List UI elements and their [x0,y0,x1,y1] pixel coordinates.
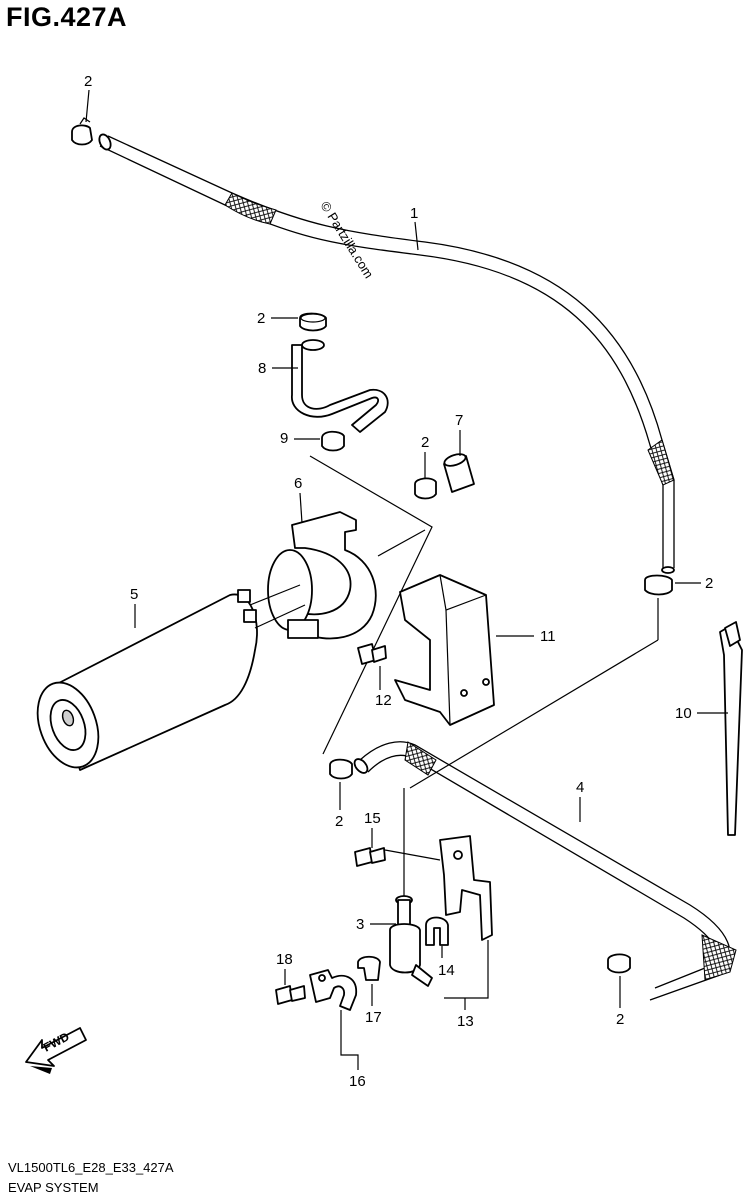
callout-2-right: 2 [705,575,713,592]
callout-2-lower-right: 2 [616,1011,624,1028]
clamp-part-16[interactable] [309,969,357,1011]
callout-15: 15 [364,810,381,827]
callout-12: 12 [375,692,392,709]
callout-5: 5 [130,586,138,603]
forward-arrow-icon: FWD [25,1027,87,1074]
callout-10: 10 [675,705,692,722]
callout-1: 1 [410,205,418,222]
callout-16: 16 [349,1073,366,1090]
cover-part-11[interactable] [394,574,495,726]
callout-2-mid: 2 [421,434,429,451]
callout-3: 3 [356,916,364,933]
watermark-text: © Partzilla.com [317,199,376,281]
callout-4: 4 [576,779,584,796]
callout-9: 9 [280,430,288,447]
callout-17: 17 [365,1009,382,1026]
bracket-part-13[interactable] [439,835,493,941]
hose-part-8[interactable] [291,339,389,433]
callout-11: 11 [540,628,556,645]
callout-7: 7 [455,412,463,429]
callout-2-top: 2 [84,73,92,90]
clip-part-14[interactable] [425,916,449,946]
callout-18: 18 [276,951,293,968]
clamp-part-2-lower-right[interactable] [607,953,631,974]
callout-2-upper: 2 [257,310,265,327]
clamp-part-2-lower-left[interactable] [329,758,353,780]
callout-13: 13 [457,1013,474,1030]
valve-part-3[interactable] [389,895,433,987]
canister-part-5[interactable] [27,584,306,776]
figure-code: VL1500TL6_E28_E33_427A [8,1160,174,1175]
tie-strap-part-10[interactable] [719,621,743,836]
callout-14: 14 [438,962,455,979]
clamp-part-2-upper[interactable] [299,312,327,332]
callout-2-lower-left: 2 [335,813,343,830]
screw-part-18[interactable] [275,985,306,1005]
hose-part-7[interactable] [443,452,475,493]
figure-title: FIG.427A [6,2,128,32]
bolt-part-12[interactable] [357,643,387,665]
clamp-part-2-right[interactable] [644,574,673,596]
clamp-part-9[interactable] [321,430,345,452]
bracket-part-6[interactable] [267,511,377,640]
figure-name: EVAP SYSTEM [8,1180,99,1195]
clamp-part-2-mid[interactable] [414,477,437,500]
callout-6: 6 [294,475,302,492]
bolt-part-15[interactable] [354,847,386,867]
hose-part-1[interactable] [97,133,675,574]
clip-part-17[interactable] [357,955,381,981]
hose-part-4[interactable] [352,741,737,1001]
callout-8: 8 [258,360,266,377]
clamp-part-2-top[interactable] [71,117,93,146]
